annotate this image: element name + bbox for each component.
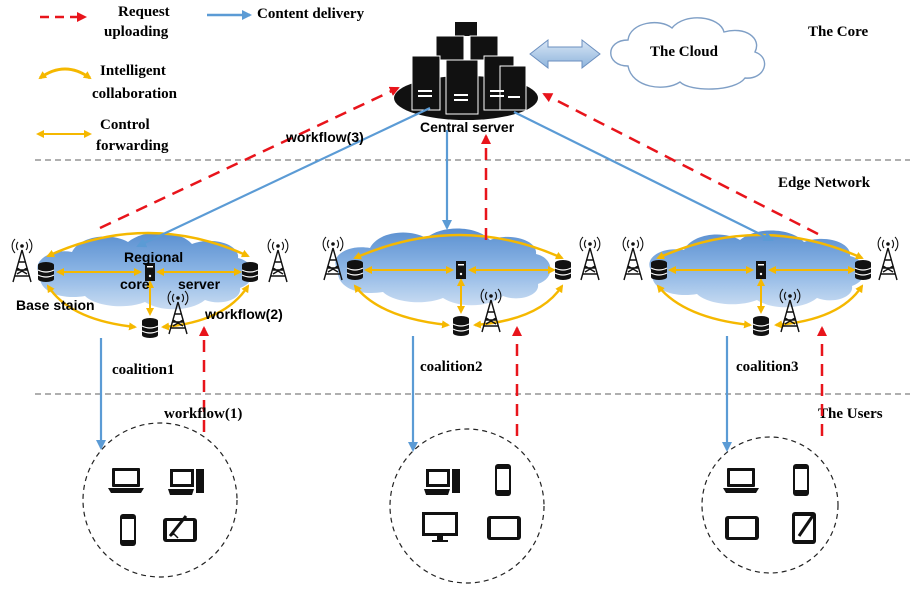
tablet-icon bbox=[487, 516, 521, 540]
coalition2-db-bottom-icon bbox=[452, 315, 470, 337]
coalition2-core-server-icon bbox=[456, 261, 466, 279]
phone-icon bbox=[495, 464, 511, 496]
phone-icon bbox=[793, 464, 809, 496]
tablet-pen-icon bbox=[161, 514, 199, 544]
coalition1-label: coalition1 bbox=[112, 362, 175, 378]
legend: Request uploading Content delivery Intel… bbox=[36, 4, 365, 154]
layer-users-label: The Users bbox=[818, 406, 883, 422]
base-station-label: Base staion bbox=[16, 297, 95, 313]
coalition3-tower-left-icon bbox=[622, 236, 644, 281]
central-server-label: Central server bbox=[420, 119, 515, 135]
coalition1-db-left-icon bbox=[37, 261, 55, 283]
legend-request-label-2: uploading bbox=[104, 24, 169, 40]
coalition2-cloud bbox=[335, 228, 551, 306]
coalition2-db-right-icon bbox=[554, 259, 572, 281]
desktop-icon bbox=[424, 469, 460, 495]
legend-collab-label-2: collaboration bbox=[92, 86, 178, 102]
coalition3-tower-right-icon bbox=[877, 236, 899, 281]
monitor-icon bbox=[422, 512, 458, 542]
legend-request-label-1: Request bbox=[118, 4, 170, 20]
legend-control-label-1: Control bbox=[100, 117, 150, 133]
user-group-3 bbox=[701, 436, 839, 574]
legend-control-label-2: forwarding bbox=[96, 138, 169, 154]
user-group-1 bbox=[82, 422, 238, 578]
legend-collab-icon bbox=[38, 67, 92, 80]
tablet-icon bbox=[725, 516, 759, 540]
coalition2-network bbox=[353, 233, 564, 329]
request-uploading-arrows bbox=[99, 86, 827, 436]
desktop-icon bbox=[168, 469, 204, 495]
coalition3-db-left-icon bbox=[650, 259, 668, 281]
workflow1-label: workflow(1) bbox=[164, 406, 242, 422]
coalition3-core-server-icon bbox=[756, 261, 766, 279]
coalition2-label: coalition2 bbox=[420, 359, 483, 375]
laptop-icon bbox=[723, 468, 759, 493]
coalition1-tower-left-icon bbox=[11, 238, 33, 283]
phone-icon bbox=[120, 514, 136, 546]
coalition2-db-left-icon bbox=[346, 259, 364, 281]
coalition3-db-bottom-icon bbox=[752, 315, 770, 337]
layer-edge-label: Edge Network bbox=[778, 175, 871, 191]
coalition1-network bbox=[46, 231, 250, 331]
legend-content-label: Content delivery bbox=[257, 6, 365, 22]
layer-core-label: The Core bbox=[808, 24, 868, 40]
central-server-icon bbox=[394, 22, 538, 120]
coalition1-db-right-icon bbox=[241, 261, 259, 283]
regional-core-label-2b: server bbox=[178, 276, 221, 292]
legend-collab-label-1: Intelligent bbox=[100, 63, 166, 79]
the-cloud: The Cloud bbox=[610, 17, 766, 90]
regional-core-label-1: Regional bbox=[124, 249, 183, 265]
coalition2-tower-right-icon bbox=[579, 236, 601, 281]
coalition1-tower-right-icon bbox=[267, 238, 289, 283]
coalition1-db-bottom-icon bbox=[141, 317, 159, 339]
server-cloud-link-icon bbox=[529, 38, 601, 70]
workflow3-label: workflow(3) bbox=[285, 129, 364, 145]
cloud-label: The Cloud bbox=[650, 44, 719, 60]
coalition3-label: coalition3 bbox=[736, 359, 799, 375]
user-group-2 bbox=[389, 428, 545, 584]
coalition3-db-right-icon bbox=[854, 259, 872, 281]
regional-core-label-2a: core bbox=[120, 276, 150, 292]
workflow2-label: workflow(2) bbox=[204, 306, 283, 322]
laptop-icon bbox=[108, 468, 144, 493]
phone-pen-icon bbox=[790, 510, 818, 546]
content-delivery-arrows bbox=[96, 107, 774, 452]
